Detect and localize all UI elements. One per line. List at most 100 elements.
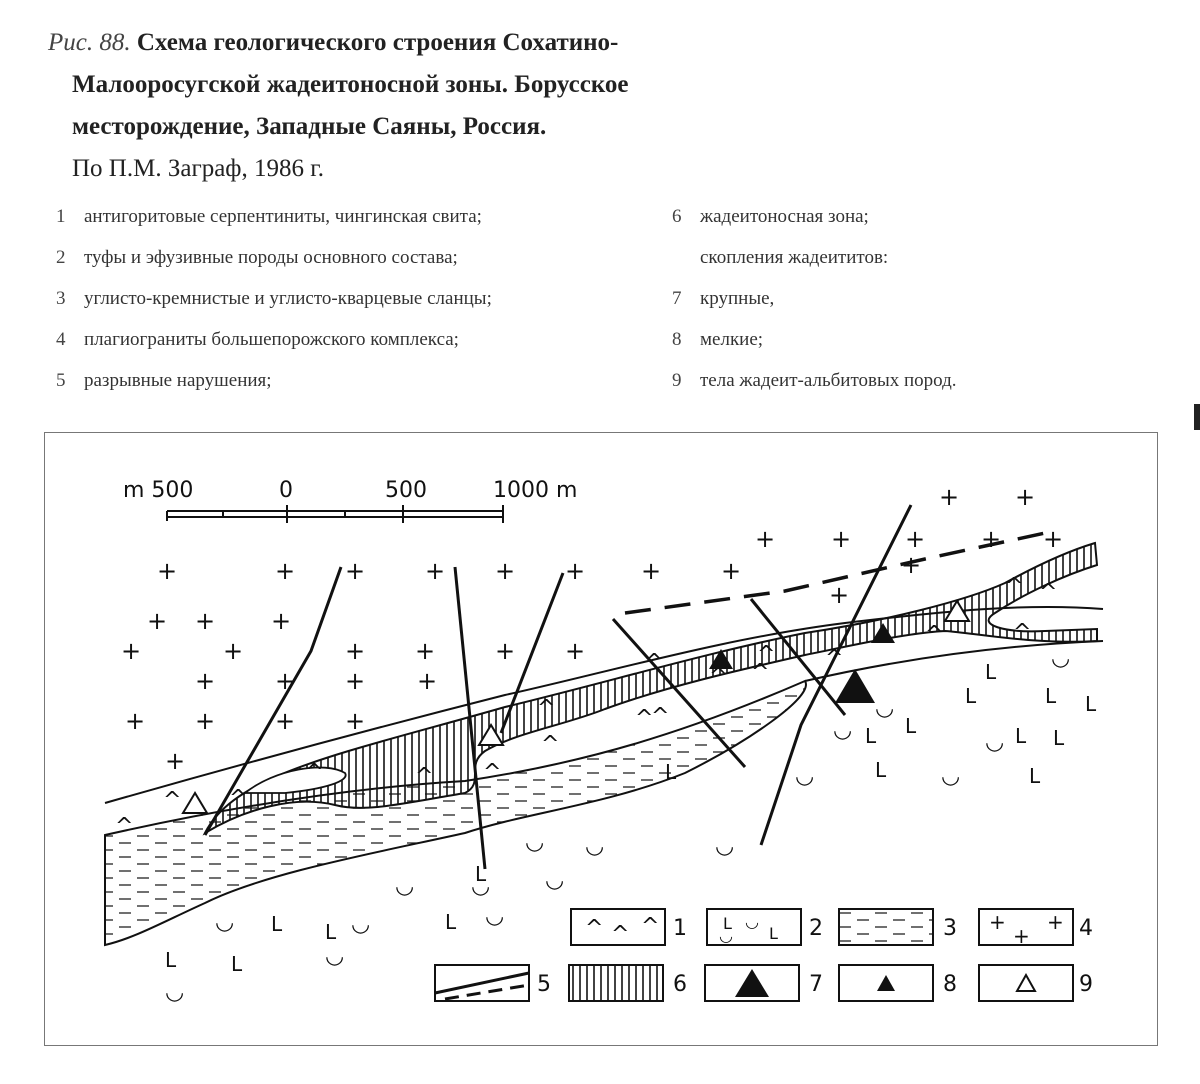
large-jadeite-triangle: [835, 669, 875, 703]
jadeite-zone: [202, 541, 1099, 836]
legend-text-row: 3 углисто-кремнистые и углисто-кварцевые …: [56, 282, 492, 323]
serpentinite-symbol: ^: [1039, 580, 1057, 605]
serpentinite-symbol: ^: [115, 814, 133, 839]
basic-rock-U-symbol: ◡: [215, 910, 234, 935]
svg-text:◡: ◡: [719, 926, 733, 945]
geological-map-svg: m 500 0 500 1000 m +++++++++++++++++++++…: [104, 478, 1104, 1005]
serpentinite-symbol: ^: [635, 706, 653, 731]
serpentinite-symbol: ^: [541, 732, 559, 757]
legend-desc: скопления жадеититов:: [700, 247, 889, 268]
jadeite-albite-triangle: [181, 791, 209, 814]
serpentinite-symbol: ^: [645, 650, 663, 675]
jadeite-triangles: [181, 599, 971, 814]
granite-symbol: +: [565, 557, 585, 585]
jadeite-lens: [242, 766, 347, 794]
figure-title-line-1: Схема геологического строения Сохатино-: [136, 29, 619, 56]
granite-symbol: +: [157, 557, 177, 585]
legend-box-number: 4: [1079, 916, 1093, 941]
rock-symbols: +++++++++++++++++++++++++++++++++++^^^^^…: [115, 483, 1097, 1005]
svg-text:^: ^: [611, 922, 629, 947]
basic-rock-L-symbol: L: [965, 684, 977, 708]
granite-symbol: +: [195, 607, 215, 635]
serpentinite-symbol: ^: [537, 696, 555, 721]
basic-rock-U-symbol: ◡: [395, 874, 414, 899]
legend-desc: жадеитоносная зона;: [700, 206, 869, 227]
serpentinite-symbol: ^: [925, 622, 943, 647]
serpentinite-symbol: ^: [483, 760, 501, 785]
legend-box-number: 9: [1079, 972, 1093, 997]
legend-num: 1: [56, 206, 66, 227]
basic-rock-U-symbol: ◡: [585, 834, 604, 859]
basic-rock-U-symbol: ◡: [941, 764, 960, 789]
serpentinite-symbol: ^: [651, 704, 669, 729]
serpentinite-symbol: ^: [751, 660, 769, 685]
small-jadeite-triangle: [871, 623, 895, 643]
granite-symbol: +: [271, 607, 291, 635]
small-jadeite-triangle: [709, 649, 733, 669]
legend-num: 8: [672, 329, 682, 350]
granite-symbol: +: [275, 667, 295, 695]
jadeite-albite-triangle: [477, 723, 505, 746]
granite-symbol: +: [195, 707, 215, 735]
granite-symbol: +: [641, 557, 661, 585]
legend-box-number: 6: [673, 972, 687, 997]
figure-caption: Рис. 88. Схема геологического строения С…: [48, 22, 748, 190]
basic-rock-U-symbol: ◡: [1051, 646, 1070, 671]
legend-text-row: 8 мелкие;: [672, 323, 957, 364]
basic-rock-L-symbol: L: [1053, 726, 1065, 750]
legend-desc: плагиограниты большепорожского комплекса…: [84, 329, 459, 350]
legend-num: 2: [56, 247, 66, 268]
basic-rock-L-symbol: L: [1045, 684, 1057, 708]
legend-desc: крупные,: [700, 288, 775, 309]
granite-symbol: +: [125, 707, 145, 735]
granite-symbol: +: [755, 525, 775, 553]
basic-rock-L-symbol: L: [445, 910, 457, 934]
granite-symbol: +: [831, 525, 851, 553]
jadeite-albite-triangle: [943, 599, 971, 622]
legend-desc: туфы и эфузивные породы основного состав…: [84, 247, 458, 268]
basic-rock-L-symbol: L: [985, 660, 997, 684]
scale-label-right: 1000 m: [493, 478, 577, 503]
legend-num: 4: [56, 329, 66, 350]
granite-symbol: +: [495, 637, 515, 665]
granite-symbol: +: [901, 551, 921, 579]
legend-desc: углисто-кремнистые и углисто-кварцевые с…: [84, 288, 492, 309]
basic-rock-U-symbol: ◡: [833, 718, 852, 743]
granite-symbol: +: [147, 607, 167, 635]
svg-text:L: L: [723, 914, 732, 933]
basic-rock-L-symbol: L: [165, 948, 177, 972]
basic-rock-U-symbol: ◡: [525, 830, 544, 855]
scale-label-zero: 0: [279, 478, 293, 503]
serpentinite-symbol: ^: [229, 786, 247, 811]
basic-rock-L-symbol: L: [271, 912, 283, 936]
basic-rock-L-symbol: L: [1015, 724, 1027, 748]
svg-text:+: +: [1013, 924, 1030, 948]
legend-num: 5: [56, 370, 66, 391]
legend-box-number: 3: [943, 916, 957, 941]
legend-desc: разрывные нарушения;: [84, 370, 272, 391]
legend-subheading: скопления жадеититов:: [672, 241, 957, 282]
basic-rock-L-symbol: L: [865, 724, 877, 748]
legend-desc: мелкие;: [700, 329, 764, 350]
legend-text-row: 4 плагиограниты большепорожского комплекс…: [56, 323, 492, 364]
serpentinite-symbol: ^: [1005, 574, 1023, 599]
basic-rock-U-symbol: ◡: [351, 912, 370, 937]
serpentinite-symbol: ^: [305, 760, 323, 785]
legend-num: 3: [56, 288, 66, 309]
page-edge-mark: [1194, 404, 1200, 430]
serpentinite-symbol: ^: [825, 646, 843, 671]
serpentinite-symbol: ^: [163, 788, 181, 813]
caption-line-1: Рис. 88. Схема геологического строения С…: [48, 22, 748, 64]
granite-symbol: +: [345, 637, 365, 665]
basic-rock-L-symbol: L: [475, 862, 487, 886]
basic-rock-U-symbol: ◡: [985, 730, 1004, 755]
legend-desc: тела жадеит-альбитовых пород.: [700, 370, 957, 391]
basic-rock-U-symbol: ◡: [715, 834, 734, 859]
granite-symbol: +: [905, 525, 925, 553]
faults: [203, 504, 913, 870]
svg-text:^: ^: [641, 914, 659, 939]
